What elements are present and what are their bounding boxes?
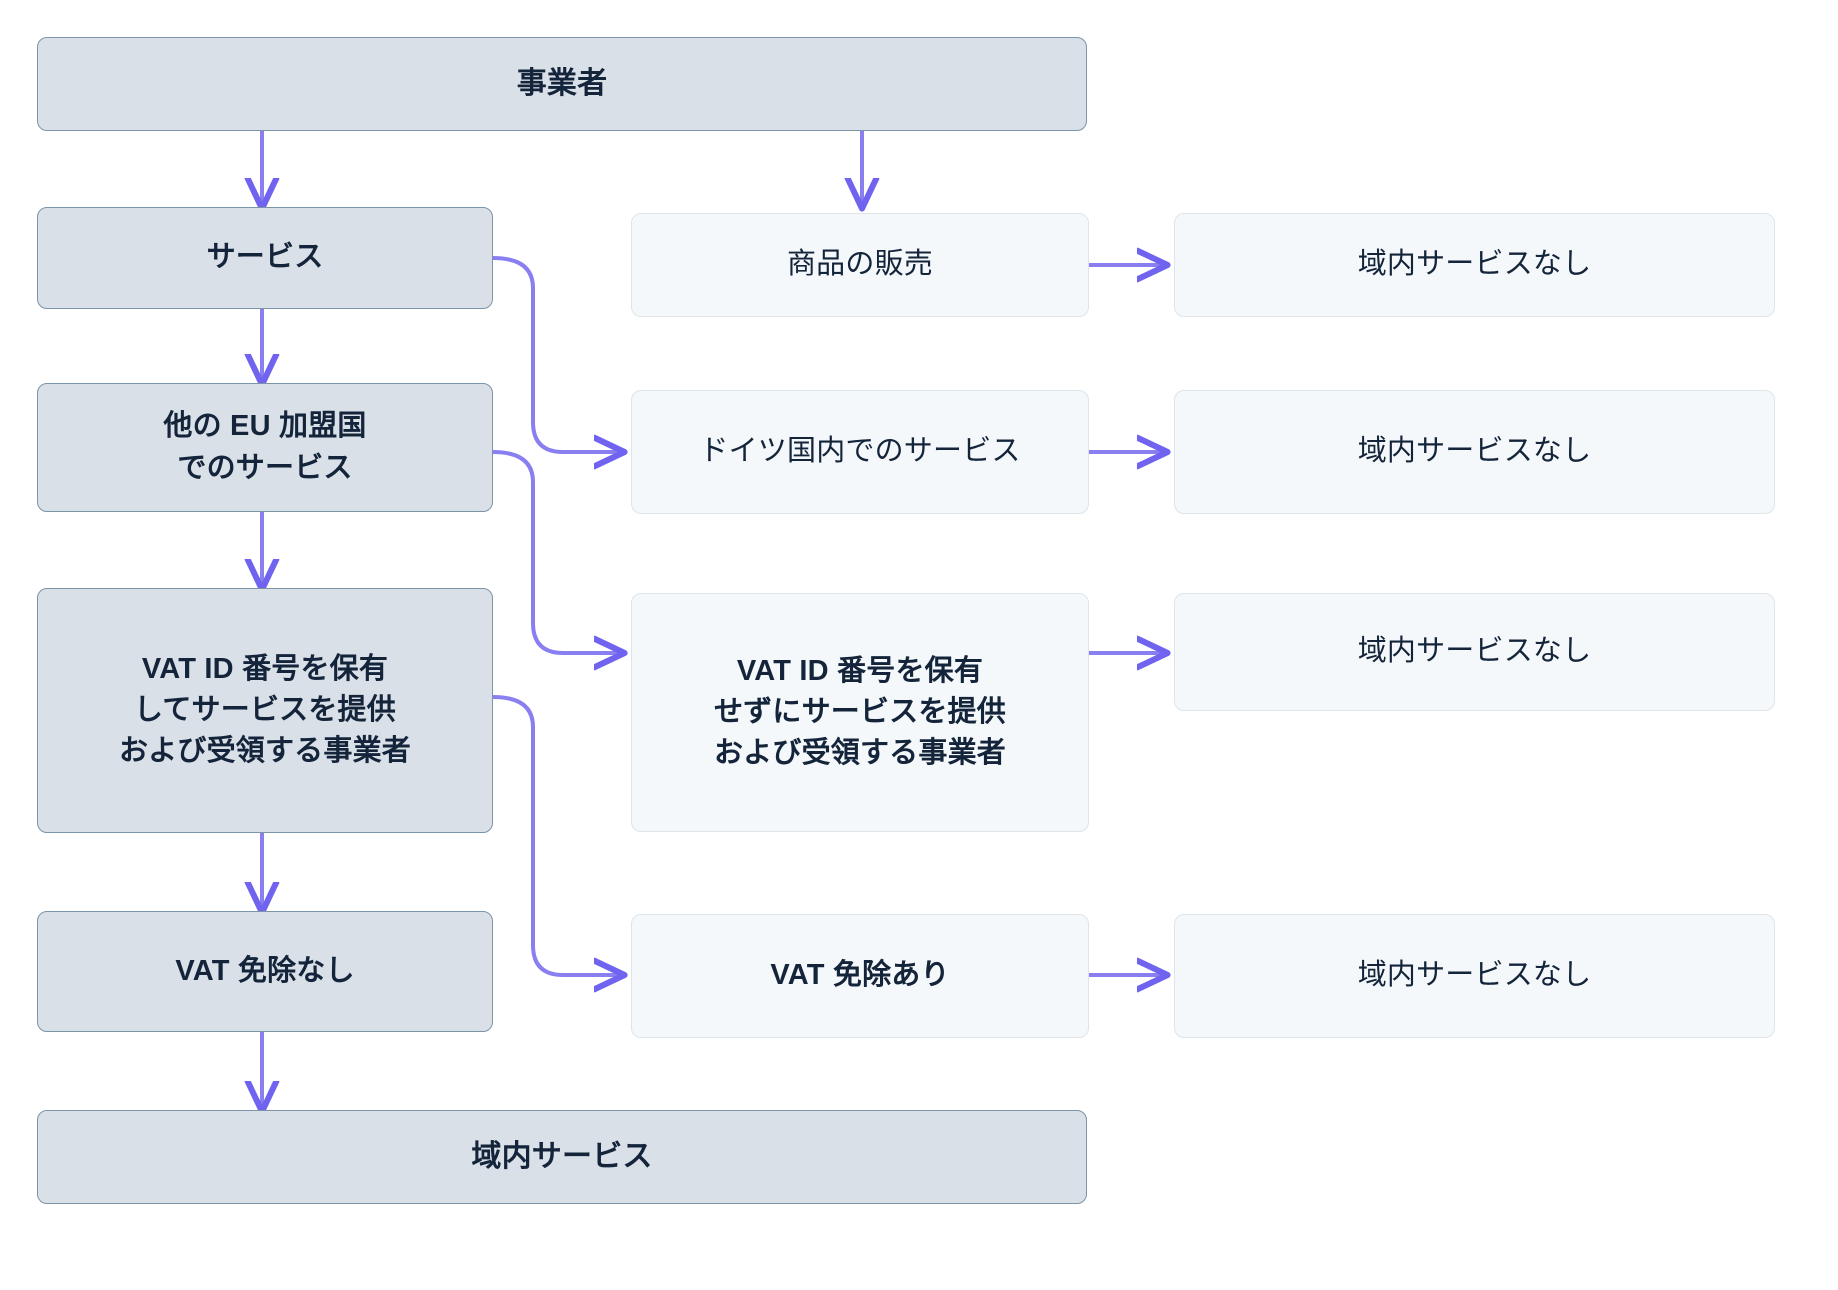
edge-service-to-germany — [491, 256, 623, 452]
node-no-domestic-2[interactable]: 域内サービスなし — [1174, 390, 1775, 514]
node-no-domestic-1[interactable]: 域内サービスなし — [1174, 213, 1775, 317]
node-no-domestic-1-label: 域内サービスなし — [1357, 248, 1592, 281]
node-other-eu-member-state-label: 他の EU 加盟国 でのサービス — [163, 410, 367, 484]
node-no-domestic-2-label: 域内サービスなし — [1357, 435, 1592, 468]
node-goods-sale-label: 商品の販売 — [786, 248, 933, 281]
node-germany-domestic-service-label: ドイツ国内でのサービス — [699, 435, 1021, 468]
node-domestic-service[interactable]: 域内サービス — [37, 1110, 1087, 1204]
node-no-domestic-4-label: 域内サービスなし — [1357, 959, 1592, 992]
edge-othereu-to-vatnotheld — [491, 450, 623, 653]
node-root-label: 事業者 — [516, 66, 608, 100]
node-no-domestic-4[interactable]: 域内サービスなし — [1174, 914, 1775, 1038]
node-no-domestic-3[interactable]: 域内サービスなし — [1174, 593, 1775, 711]
node-vat-id-not-held[interactable]: VAT ID 番号を保有 せずにサービスを提供 および受領する事業者 — [631, 593, 1089, 832]
node-vat-id-held-label: VAT ID 番号を保有 してサービスを提供 および受領する事業者 — [118, 652, 411, 768]
node-no-domestic-3-label: 域内サービスなし — [1357, 635, 1592, 668]
node-vat-exemption[interactable]: VAT 免除あり — [631, 914, 1089, 1038]
node-germany-domestic-service[interactable]: ドイツ国内でのサービス — [631, 390, 1089, 514]
node-vat-id-held[interactable]: VAT ID 番号を保有 してサービスを提供 および受領する事業者 — [37, 588, 493, 833]
node-service-label: サービス — [206, 241, 324, 274]
node-service[interactable]: サービス — [37, 207, 493, 309]
node-vat-exemption-label: VAT 免除あり — [770, 959, 950, 992]
node-vat-id-not-held-label: VAT ID 番号を保有 せずにサービスを提供 および受領する事業者 — [713, 654, 1006, 770]
node-other-eu-member-state[interactable]: 他の EU 加盟国 でのサービス — [37, 383, 493, 512]
edge-vatheld-to-exempt — [491, 695, 623, 975]
node-goods-sale[interactable]: 商品の販売 — [631, 213, 1089, 317]
node-root[interactable]: 事業者 — [37, 37, 1087, 131]
node-domestic-service-label: 域内サービス — [471, 1139, 653, 1173]
node-no-vat-exemption[interactable]: VAT 免除なし — [37, 911, 493, 1032]
node-no-vat-exemption-label: VAT 免除なし — [175, 954, 355, 987]
